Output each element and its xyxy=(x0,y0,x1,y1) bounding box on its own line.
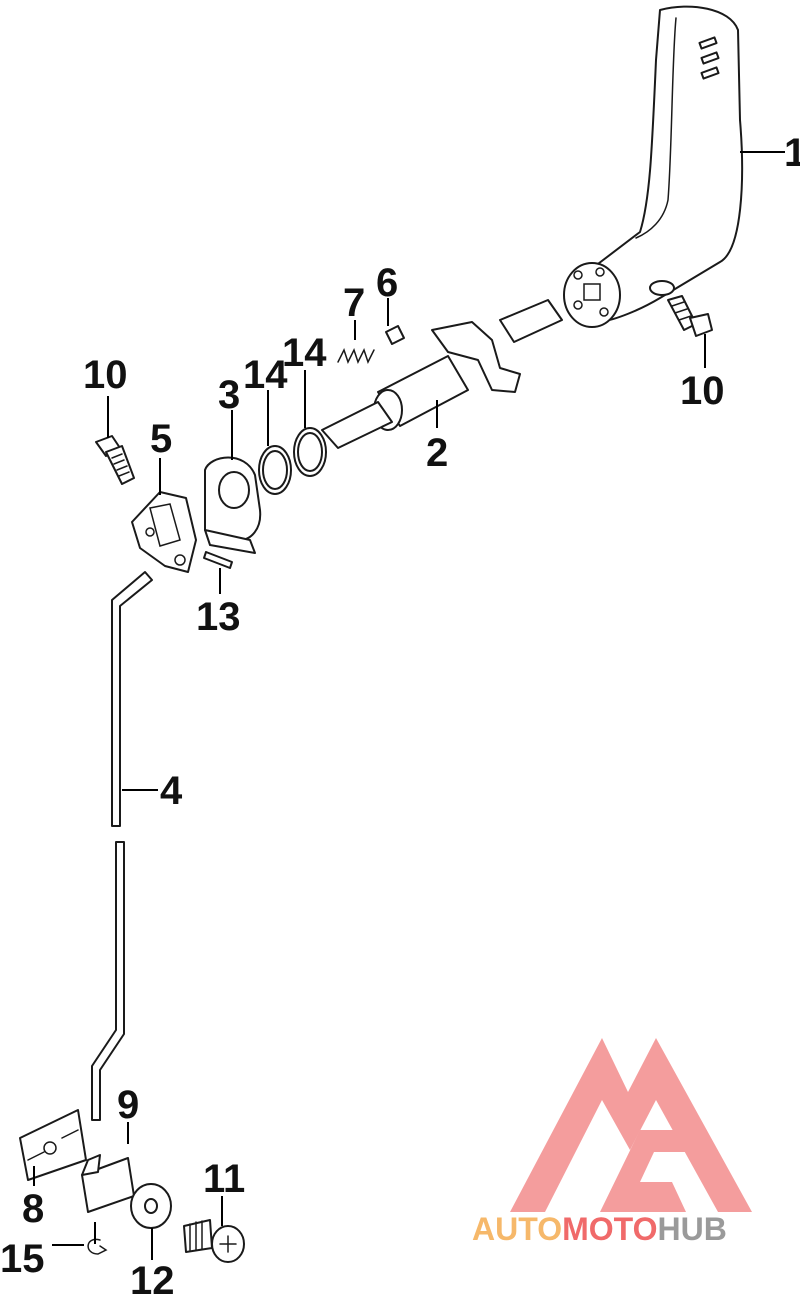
callout-7: 7 xyxy=(343,281,365,325)
callout-6: 6 xyxy=(376,261,398,305)
callout-8: 8 xyxy=(22,1187,44,1231)
callout-12: 12 xyxy=(130,1259,175,1294)
part-7-spring xyxy=(337,348,375,364)
callout-15: 15 xyxy=(0,1237,45,1281)
watermark-text-hub: HUB xyxy=(657,1211,726,1247)
callout-1: 1 xyxy=(784,131,800,175)
part-14-o-ring-1 xyxy=(258,445,292,495)
watermark-logo xyxy=(510,1038,752,1212)
watermark-text-moto: MOTO xyxy=(562,1211,657,1247)
callout-14-left: 14 xyxy=(243,353,288,397)
part-10-bolt-right xyxy=(667,295,713,337)
part-5-linkage xyxy=(131,491,197,573)
callout-2: 2 xyxy=(426,431,448,475)
callout-10-right: 10 xyxy=(680,369,725,413)
watermark-text-auto: AUTO xyxy=(472,1211,562,1247)
watermark-text: AUTOMOTOHUB xyxy=(472,1211,727,1247)
part-3-bracket xyxy=(204,456,262,554)
part-1-handle xyxy=(563,5,744,328)
part-4-rod xyxy=(91,571,153,1121)
part-10-bolt-left xyxy=(95,435,135,485)
part-14-o-ring-2 xyxy=(293,427,327,477)
part-11-bolt xyxy=(183,1219,245,1263)
callout-4: 4 xyxy=(160,769,183,813)
callout-13: 13 xyxy=(196,595,241,639)
part-15-e-clip xyxy=(87,1238,108,1255)
leader-lines xyxy=(33,151,785,1260)
callout-10-left: 10 xyxy=(83,353,128,397)
callout-3: 3 xyxy=(218,373,240,417)
part-6-pin xyxy=(385,325,405,345)
callout-9: 9 xyxy=(117,1083,139,1127)
part-13-pin xyxy=(203,551,233,569)
part-9-clip xyxy=(81,1154,135,1213)
callout-5: 5 xyxy=(150,417,172,461)
part-12-washer xyxy=(130,1183,172,1229)
part-2-shaft xyxy=(321,299,563,449)
callout-14-right: 14 xyxy=(282,331,327,375)
callout-11: 11 xyxy=(203,1157,245,1201)
part-8-plate xyxy=(19,1109,87,1181)
